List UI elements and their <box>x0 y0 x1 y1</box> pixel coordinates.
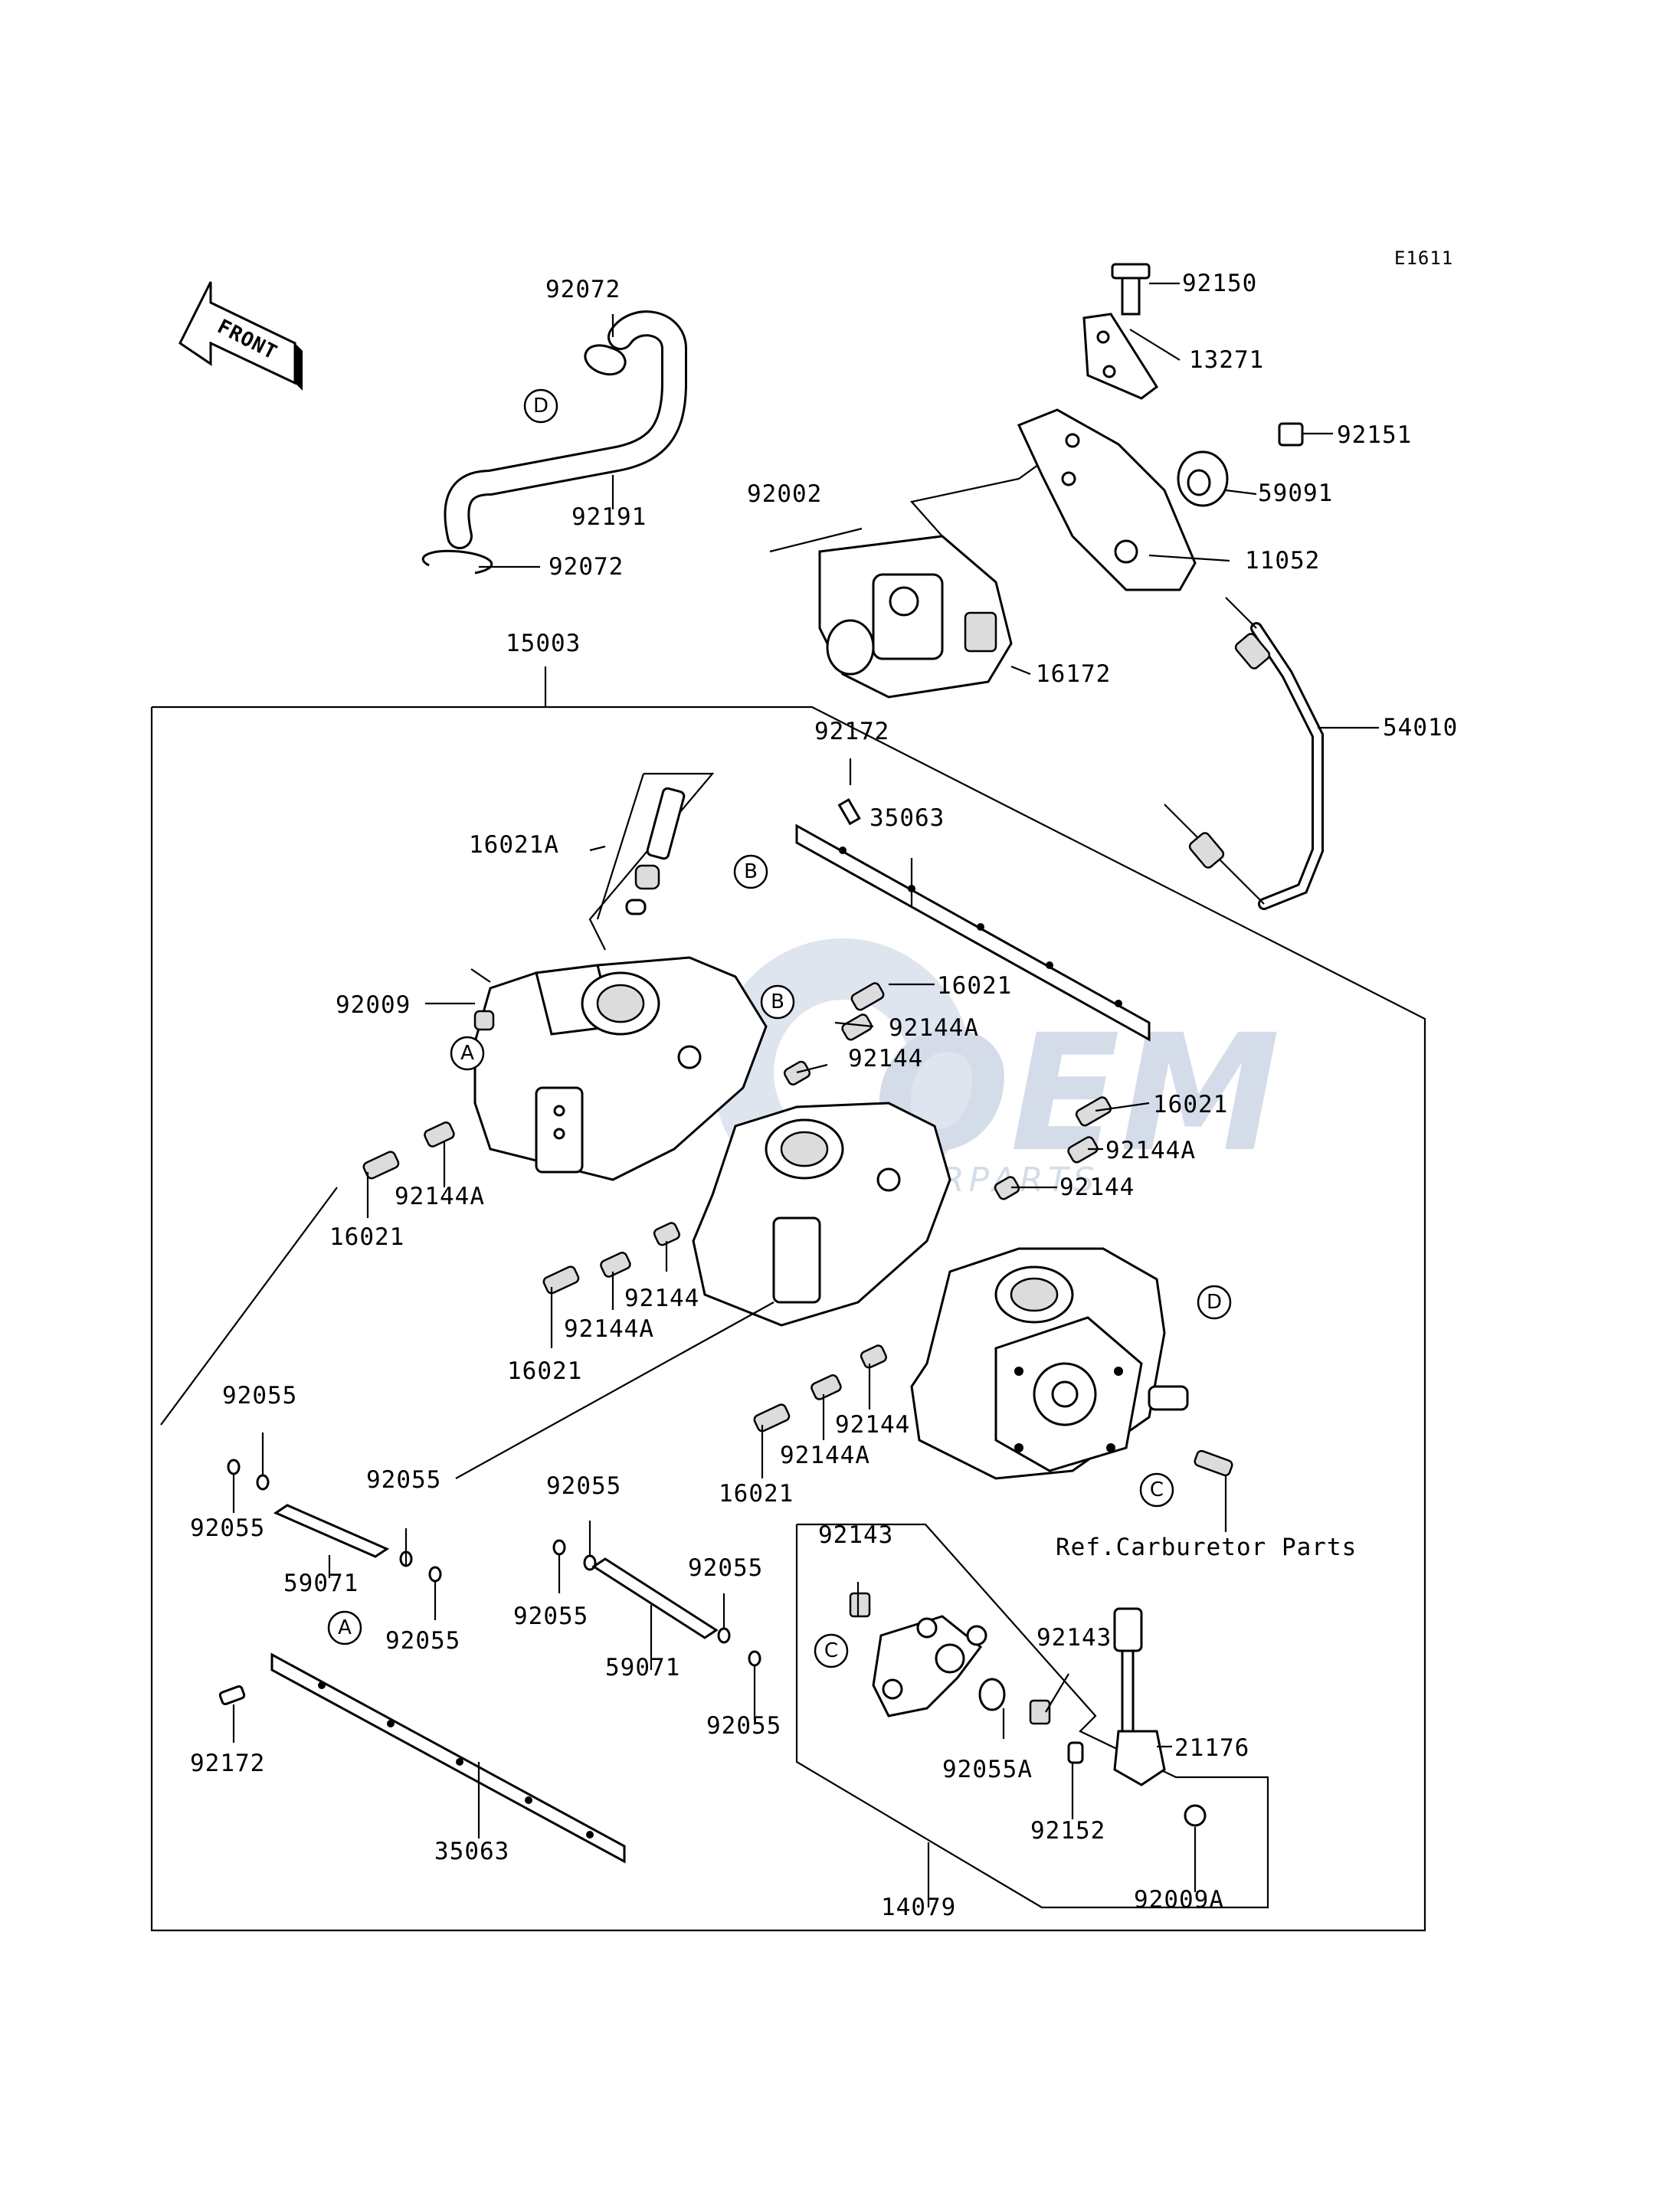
part-label: 92055 <box>688 1554 763 1582</box>
part-label: 15003 <box>506 630 581 657</box>
part-label: 92144 <box>624 1285 699 1312</box>
part-label: 21176 <box>1174 1734 1249 1762</box>
fuel-pipes <box>227 1459 761 1667</box>
part-label: 92143 <box>818 1521 893 1549</box>
reference-note: Ref.Carburetor Parts <box>1056 1534 1357 1561</box>
part-label: 92144 <box>835 1411 910 1439</box>
leader-lines <box>160 282 1379 1907</box>
part-label: 35063 <box>869 804 945 832</box>
callout-d-carb: D <box>1197 1285 1232 1320</box>
choke-cable <box>1164 597 1324 910</box>
part-label: 92144 <box>848 1045 923 1072</box>
assembly-frame <box>150 706 1426 1932</box>
part-label: 92172 <box>814 718 889 745</box>
part-label: 54010 <box>1383 714 1458 742</box>
part-label: 92072 <box>545 276 621 303</box>
svg-text:D: D <box>1207 1291 1222 1314</box>
svg-text:C: C <box>824 1639 838 1662</box>
callout-b-top: B <box>733 854 768 889</box>
actuator-motor <box>818 428 1089 699</box>
part-label: 14079 <box>881 1894 956 1921</box>
part-label: 16021 <box>329 1223 404 1251</box>
part-label: 16021 <box>507 1357 582 1385</box>
part-label: 92072 <box>549 553 624 581</box>
part-label: 59071 <box>283 1570 359 1597</box>
idle-adjuster <box>588 772 715 951</box>
svg-text:B: B <box>744 860 758 883</box>
part-label: 13271 <box>1189 346 1264 374</box>
part-label: 92144A <box>564 1315 654 1343</box>
part-label: 92055 <box>222 1382 297 1410</box>
svg-text:A: A <box>460 1042 474 1065</box>
callout-d-top: D <box>523 388 558 424</box>
part-label: 16021 <box>719 1480 794 1508</box>
part-label: 59071 <box>605 1654 680 1681</box>
part-label: 16172 <box>1036 660 1111 688</box>
carburetor-3 <box>910 1247 1189 1480</box>
part-label: 92144A <box>889 1014 979 1042</box>
part-label: 92009A <box>1134 1886 1224 1914</box>
part-label: 92055 <box>385 1627 460 1655</box>
part-label: 92191 <box>571 503 647 531</box>
part-label: 16021A <box>469 831 559 859</box>
part-label: 92150 <box>1182 270 1257 297</box>
part-label: 92152 <box>1030 1817 1105 1845</box>
part-label: 92144 <box>1059 1174 1135 1201</box>
choke-lever-group <box>795 1523 1269 1909</box>
callout-a-carb: A <box>450 1036 485 1071</box>
bracket <box>1017 263 1304 591</box>
part-label: 92151 <box>1337 421 1412 449</box>
svg-text:B: B <box>771 990 784 1013</box>
part-label: 92143 <box>1036 1624 1112 1652</box>
part-label: 11052 <box>1245 547 1320 575</box>
svg-text:A: A <box>338 1616 352 1639</box>
part-label: 92055 <box>366 1466 441 1494</box>
diagram-code: E1611 <box>1394 247 1453 269</box>
part-label: 92144A <box>395 1183 485 1210</box>
part-label: 92002 <box>747 480 822 508</box>
part-label: 92055 <box>546 1472 621 1500</box>
part-label: 35063 <box>434 1838 509 1865</box>
part-label: 16021 <box>1153 1091 1228 1118</box>
link-plate-b <box>795 797 1151 1042</box>
carburetor-1 <box>473 956 768 1181</box>
part-label: 92144A <box>1105 1137 1196 1164</box>
svg-text:D: D <box>533 395 549 417</box>
callout-c-carb: C <box>1139 1472 1174 1508</box>
callout-c-lever: C <box>814 1633 849 1668</box>
part-label: 92009 <box>336 991 411 1019</box>
front-arrow-icon: FRONT <box>178 281 303 391</box>
svg-text:C: C <box>1150 1478 1164 1501</box>
callout-a-bottom: A <box>327 1610 362 1645</box>
vent-hose <box>421 310 687 575</box>
carburetor-2 <box>692 1102 951 1327</box>
part-label: 92055 <box>190 1514 265 1542</box>
part-label: 92144A <box>780 1442 870 1469</box>
part-label: 92055A <box>942 1756 1033 1783</box>
part-label: 92055 <box>706 1712 781 1740</box>
part-label: 92055 <box>513 1603 588 1630</box>
callout-b-carb: B <box>760 984 795 1020</box>
part-label: 92172 <box>190 1750 265 1777</box>
link-plate-a <box>218 1652 626 1864</box>
part-label: 16021 <box>937 972 1012 1000</box>
part-label: 59091 <box>1258 480 1333 507</box>
small-parts <box>362 982 1233 1477</box>
